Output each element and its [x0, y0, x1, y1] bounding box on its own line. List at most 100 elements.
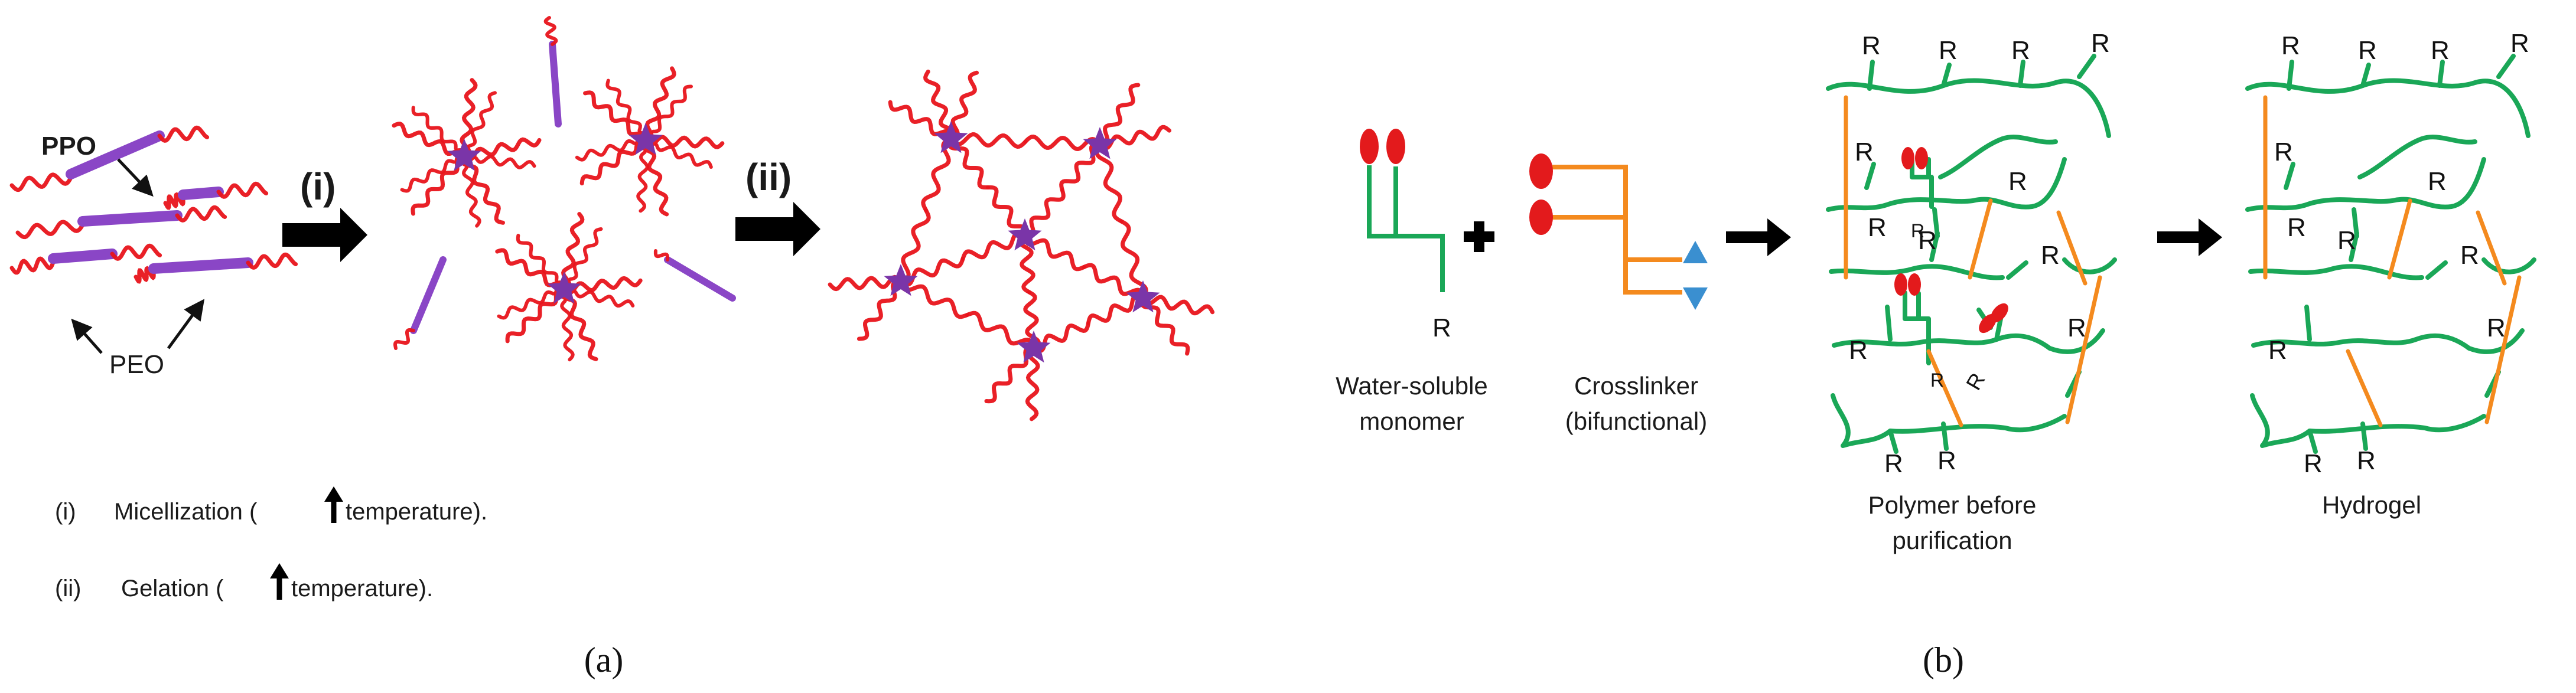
- r-group-label: R: [2268, 336, 2287, 365]
- legend-ii-text-end: temperature).: [291, 576, 433, 602]
- r-group-label: R: [2041, 241, 2060, 270]
- peo-chain: [575, 139, 636, 162]
- peo-chain: [949, 70, 979, 141]
- peo-chain: [1025, 346, 1040, 421]
- legend-line-i: (i) Micellization ( temperature).: [55, 486, 487, 525]
- r-group-label: R: [1930, 370, 1944, 391]
- hydrogel-network: R R R R R R R R R R R R R: [2245, 29, 2536, 478]
- peo-chain: [636, 150, 649, 213]
- legend-ii-text-start: Gelation (: [121, 576, 224, 602]
- peo-chain: [653, 249, 670, 261]
- legend-i-text-start: Micellization (: [114, 499, 258, 525]
- peo-chain: [921, 136, 953, 213]
- step-ii-arrow: [735, 202, 820, 256]
- r-group-label: R: [1849, 336, 1868, 365]
- micelle-group: [392, 16, 736, 362]
- legend-line-ii: (ii) Gelation ( temperature).: [55, 563, 433, 602]
- r-group-label: R: [1918, 226, 1937, 255]
- peo-chain: [560, 299, 575, 362]
- vinyl-group-icon: [1529, 200, 1553, 235]
- peo-chain: [1082, 263, 1145, 300]
- peo-chain: [110, 243, 162, 261]
- r-group-label: R: [2428, 167, 2447, 196]
- peo-chain: [986, 185, 1028, 238]
- ppo-block: [549, 41, 562, 128]
- peo-chain: [1086, 293, 1145, 325]
- peo-chain: [1141, 295, 1215, 316]
- r-group-label: R: [1961, 369, 1990, 394]
- micelle-core-icon: [447, 139, 481, 171]
- ppo-label: PPO: [41, 132, 96, 161]
- vinyl-group-icon: [1386, 129, 1405, 164]
- ppo-block: [77, 210, 183, 227]
- crosslinker-structure: [1529, 153, 1708, 310]
- unimer-bundle: [9, 125, 298, 284]
- vinyl-group-icon: [1529, 153, 1553, 189]
- peo-chain: [9, 172, 73, 192]
- r-group-label: R: [2357, 446, 2376, 475]
- ppo-pointer-arrow: [117, 158, 154, 197]
- vinyl-group-icon: [1360, 129, 1379, 164]
- micelle-core-icon: [884, 264, 918, 296]
- vinyl-group-icon: [1908, 273, 1921, 296]
- peo-chain: [474, 155, 536, 169]
- peo-chain: [1095, 142, 1123, 224]
- micelle: [392, 78, 542, 228]
- peo-chain: [543, 16, 558, 46]
- peo-chain: [175, 205, 227, 223]
- peo-chain: [949, 132, 1028, 149]
- ppo-block: [66, 130, 165, 179]
- step-i-label: (i): [300, 165, 336, 208]
- peo-chain: [516, 234, 559, 282]
- peo-chain: [497, 290, 555, 320]
- reactive-site-down-icon: [1683, 287, 1708, 310]
- peo-chain: [9, 256, 56, 275]
- micelle-core-icon: [1083, 127, 1117, 159]
- r-group-label: R: [2431, 36, 2450, 65]
- peo-chain: [1022, 234, 1086, 272]
- peo-chain: [246, 252, 298, 270]
- peo-chain: [216, 181, 269, 199]
- peo-chain: [393, 328, 415, 350]
- micelle-core-icon: [934, 121, 968, 153]
- r-group-label: R: [1937, 446, 1956, 475]
- peo-chain: [579, 137, 648, 186]
- peo-chain: [651, 84, 693, 133]
- r-group-label: R: [2487, 313, 2506, 342]
- step-ii-label: (ii): [745, 156, 792, 198]
- panel-a: PPO PEO (i) (ii) (i) Micellization ( tem…: [9, 16, 1215, 679]
- peo-chain: [133, 266, 156, 284]
- peo-chain: [583, 90, 648, 143]
- vinyl-group-icon: [1894, 273, 1907, 296]
- r-group-label: R: [2008, 167, 2027, 196]
- ppo-block: [178, 187, 224, 200]
- micelle-core-icon: [1017, 331, 1051, 363]
- r-group-label: R: [2358, 36, 2377, 65]
- peo-chain: [1059, 142, 1102, 192]
- polymer-network: R R R R R R R R R R R R R R R R: [1826, 29, 2117, 478]
- r-group-label: R: [1884, 449, 1903, 478]
- r-group-labels: R R R R R R R R R R R R R R R R: [1849, 29, 2110, 478]
- reaction-arrow: [1726, 218, 1791, 256]
- peo-chain: [1098, 125, 1172, 151]
- ppo-block: [664, 256, 736, 302]
- plus-icon: [1464, 221, 1494, 252]
- r-group-label: R: [2460, 241, 2479, 270]
- vinyl-group-icon: [1915, 147, 1928, 169]
- peo-chain: [898, 208, 931, 284]
- panel-b: R Water-soluble monomer Crosslinker (bif…: [1336, 29, 2536, 679]
- legend-i-text-end: temperature).: [346, 499, 487, 525]
- crosslinker-label-line1: Crosslinker: [1574, 372, 1698, 400]
- r-group-label: R: [1939, 36, 1958, 65]
- r-group-label: R: [2304, 449, 2323, 478]
- ppo-block: [48, 249, 118, 264]
- peo-chain: [400, 159, 456, 193]
- monomer-label-line1: Water-soluble: [1336, 372, 1488, 400]
- up-arrow-icon: [270, 563, 289, 600]
- polymer-label-line1: Polymer before: [1868, 491, 2037, 519]
- peo-chain: [643, 66, 676, 143]
- peo-chain: [923, 69, 956, 141]
- peo-chain: [467, 91, 497, 148]
- peo-chain: [888, 100, 953, 141]
